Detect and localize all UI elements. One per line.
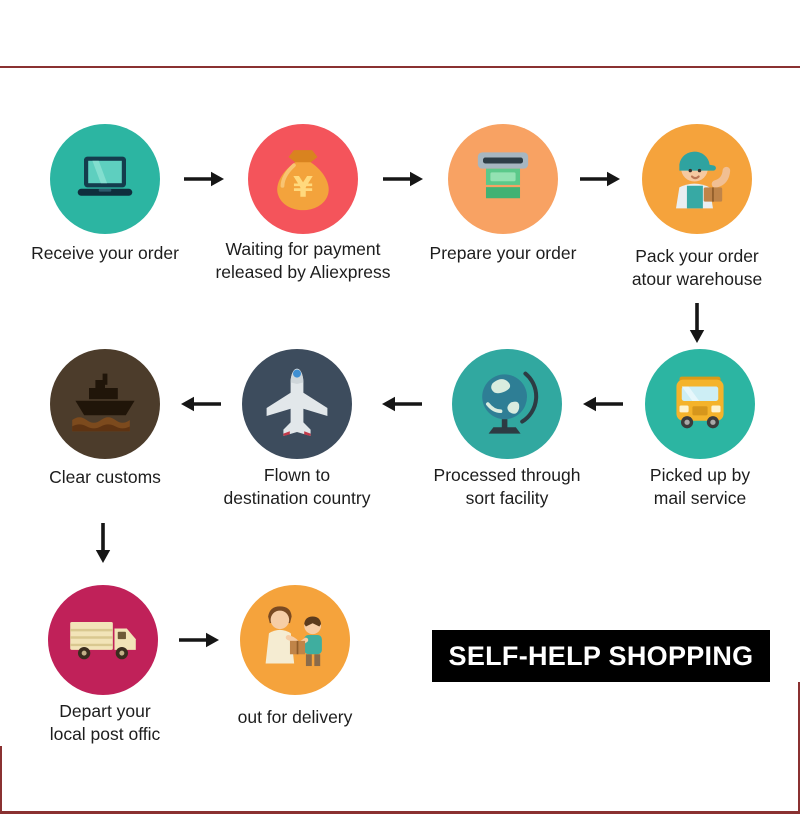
- label-pack-order: Pack your order atour warehouse: [631, 246, 763, 290]
- circle-sort-facility: [452, 349, 562, 459]
- circle-flown-destination: [242, 349, 352, 459]
- circle-waiting-payment: ¥: [248, 124, 358, 234]
- arrow-right-icon: [579, 170, 621, 188]
- cash-dispenser-icon: [466, 142, 540, 216]
- label-clear-customs: Clear customs: [49, 467, 161, 487]
- arrow-down-icon: [94, 522, 112, 564]
- circle-clear-customs: [50, 349, 160, 459]
- arrow-left-icon: [582, 395, 624, 413]
- label-depart-post-office: Depart your local post offic: [49, 701, 161, 745]
- label-sort-facility: Processed through sort facility: [433, 465, 581, 509]
- warehouse-worker-icon: [655, 137, 739, 221]
- banner-text: SELF-HELP SHOPPING: [448, 640, 754, 671]
- arrow-down-icon: [688, 302, 706, 344]
- delivery-truck-icon: [62, 599, 144, 681]
- label-receive-order: Receive your order: [31, 243, 179, 263]
- cargo-ship-icon: [65, 364, 145, 444]
- arrow-right-icon: [382, 170, 424, 188]
- laptop-icon: [70, 144, 140, 214]
- label-picked-up: Picked up by mail service: [649, 465, 751, 509]
- label-out-for-delivery: out for delivery: [237, 707, 353, 727]
- right-border-line: [798, 682, 800, 812]
- circle-depart-post-office: [48, 585, 158, 695]
- label-flown-destination: Flown to destination country: [223, 465, 371, 509]
- label-waiting-payment: Waiting for payment released by Aliexpre…: [215, 239, 391, 283]
- arrow-right-icon: [183, 170, 225, 188]
- package-handover-icon: [253, 598, 337, 682]
- school-bus-icon: [662, 366, 738, 442]
- left-border-line: [0, 746, 2, 812]
- circle-receive-order: [50, 124, 160, 234]
- globe-icon: [467, 364, 547, 444]
- airplane-icon: [257, 364, 337, 444]
- self-help-shopping-banner: SELF-HELP SHOPPING: [432, 630, 770, 682]
- yen-symbol: ¥: [293, 170, 313, 204]
- arrow-left-icon: [180, 395, 222, 413]
- bottom-border-line: [0, 811, 800, 814]
- money-bag-icon: ¥: [265, 141, 341, 217]
- circle-out-for-delivery: [240, 585, 350, 695]
- label-prepare-order: Prepare your order: [429, 243, 577, 263]
- arrow-right-icon: [178, 631, 220, 649]
- circle-pack-order: [642, 124, 752, 234]
- circle-picked-up: [645, 349, 755, 459]
- arrow-left-icon: [381, 395, 423, 413]
- top-border-line: [0, 66, 800, 68]
- circle-prepare-order: [448, 124, 558, 234]
